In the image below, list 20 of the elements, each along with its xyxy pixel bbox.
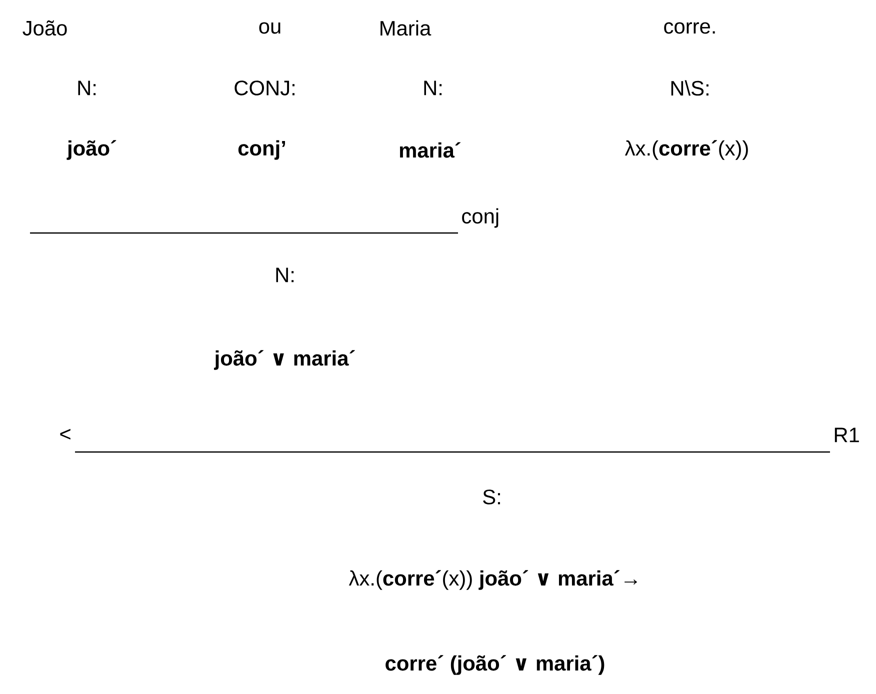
category: CONJ: xyxy=(234,80,294,96)
category: N: xyxy=(78,80,96,96)
word: Maria xyxy=(380,20,432,36)
word: corre. xyxy=(664,22,715,34)
rule-label: R1 xyxy=(834,428,859,442)
rule-label: conj xyxy=(462,208,498,228)
semantic-term: corre´ (joão´ ∨ maria´) xyxy=(386,655,604,675)
category: N: xyxy=(424,80,442,96)
semantic-term: conj’ xyxy=(238,140,285,160)
rule-label: < xyxy=(60,428,70,440)
category: N\S: xyxy=(671,80,708,96)
semantic-term: joão´ xyxy=(66,140,116,160)
semantic-term: joão´ ∨ maria´ xyxy=(214,350,355,370)
semantic-term: λx.(corre´(x)) xyxy=(624,140,748,160)
category: N: xyxy=(276,268,294,282)
word: ou xyxy=(259,22,280,34)
category: S: xyxy=(483,490,500,504)
word: João xyxy=(22,20,67,36)
semantic-term: λx.(corre´(x)) joão´ ∨ maria´→ xyxy=(348,570,637,590)
semantic-term: maria´ xyxy=(400,142,461,158)
